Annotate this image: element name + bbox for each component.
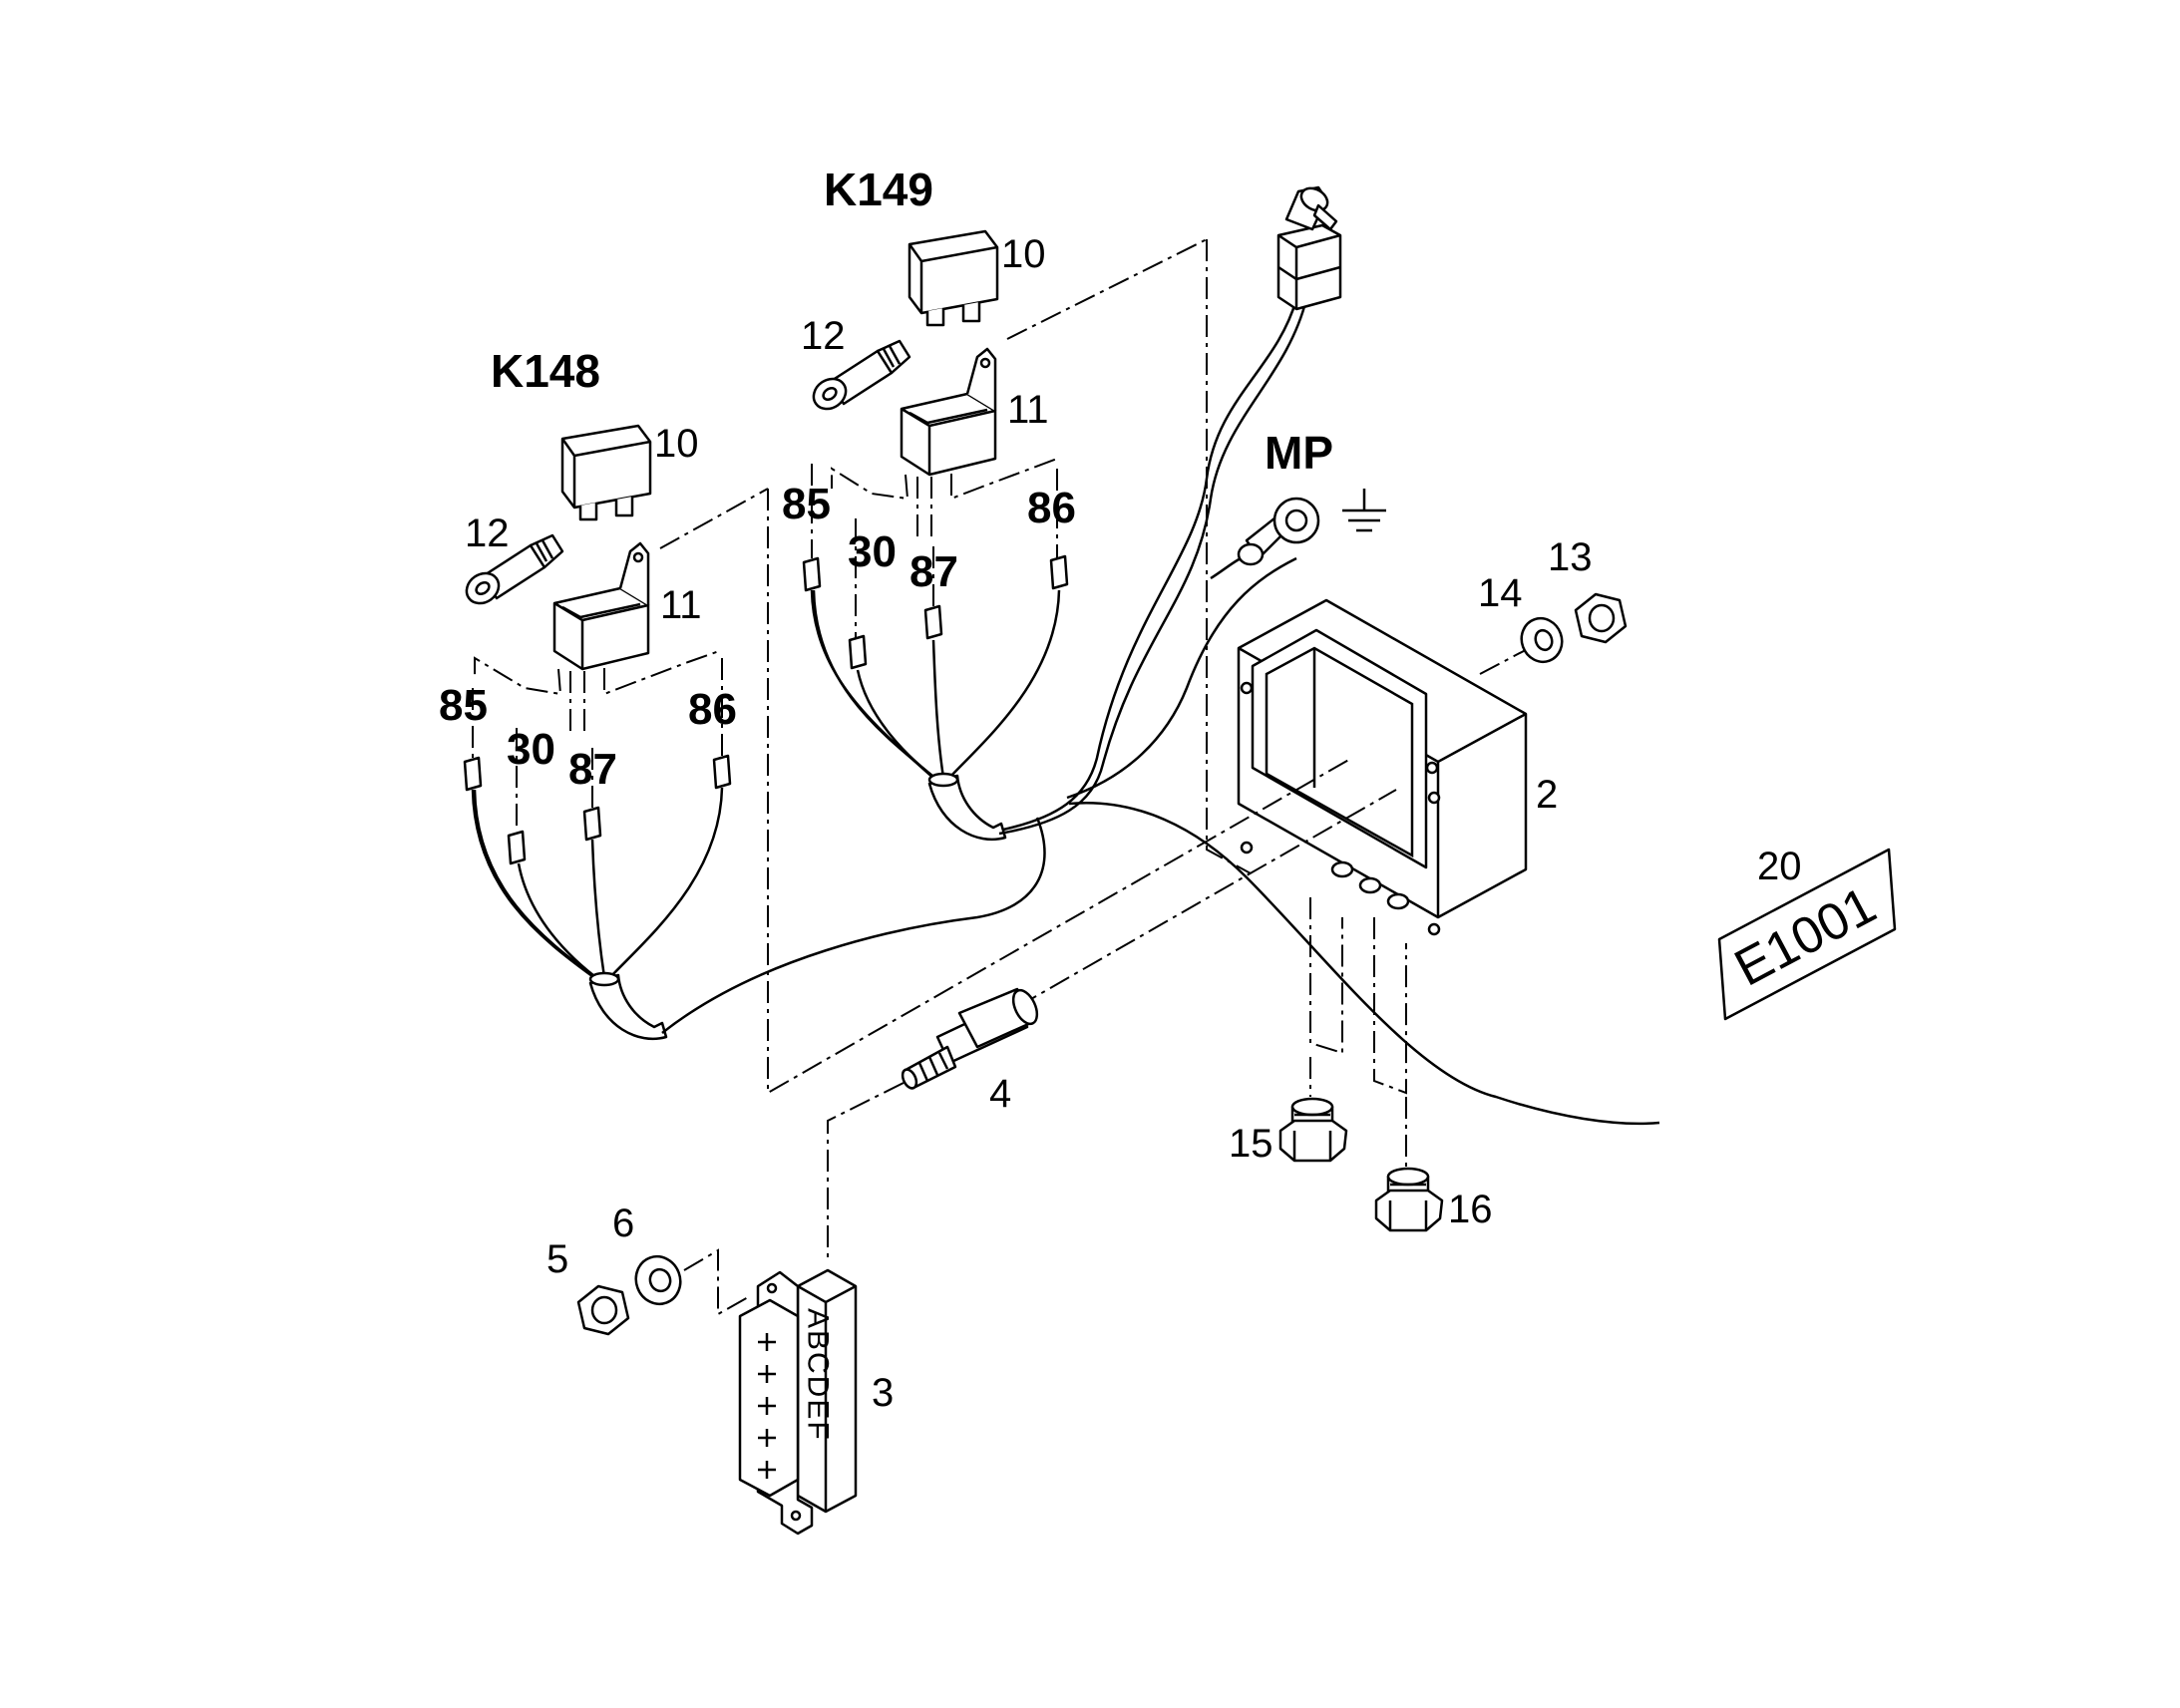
holder-k149-callout: 11	[1007, 388, 1049, 432]
holder-k148	[552, 541, 650, 671]
pin-connectors-k149	[802, 554, 1069, 670]
bushing-callout: 4	[989, 1072, 1011, 1116]
terminal-strip: ABCDEF	[738, 1268, 858, 1536]
screw-k149	[812, 339, 911, 411]
cable-gland-16-callout: 16	[1448, 1188, 1493, 1231]
ring-terminal-icon	[1237, 497, 1320, 566]
fuse-plus-icons	[758, 1333, 776, 1479]
mp-designation: MP	[1265, 427, 1333, 479]
pin-87-k149: 87	[909, 547, 958, 596]
relay-k149-designation: K149	[824, 164, 933, 215]
washer-box	[1520, 616, 1564, 664]
pin-30-k148: 30	[507, 725, 555, 774]
pin-connectors-k148	[463, 754, 732, 865]
nut-box-callout: 13	[1548, 535, 1593, 579]
pin-87-k148: 87	[568, 745, 617, 794]
screw-k148-callout: 12	[465, 512, 510, 555]
pin-30-k149: 30	[848, 527, 897, 576]
cable-gland-15	[1278, 1097, 1348, 1163]
screw-k148	[465, 533, 564, 605]
grommet-k149	[927, 772, 1007, 842]
pin-86-k149: 86	[1027, 484, 1076, 532]
relay-group-k149: K149 10 12 11 85 30	[782, 164, 1076, 842]
pin-85-k149: 85	[782, 480, 831, 528]
relay-k148-designation: K148	[491, 345, 600, 397]
threaded-bushing	[901, 987, 1039, 1090]
washer-small	[634, 1254, 682, 1306]
holder-k149	[900, 347, 997, 477]
relay-k148	[560, 424, 652, 521]
nut-small	[576, 1284, 630, 1336]
holder-k148-callout: 11	[660, 583, 702, 627]
nut-box	[1574, 592, 1628, 644]
terminal-strip-letters: ABCDEF	[802, 1308, 835, 1442]
plate-callout: 20	[1757, 845, 1802, 888]
ground-symbol-icon	[1342, 489, 1386, 532]
grommet-k148	[588, 971, 668, 1041]
nut-small-callout: 5	[546, 1237, 568, 1281]
relay-k148-callout: 10	[654, 422, 699, 466]
junction-box-callout: 2	[1536, 773, 1558, 817]
top-plug-connector	[1276, 185, 1342, 311]
main-harness	[661, 298, 1660, 1126]
identification-plate: E1001	[1717, 848, 1897, 1021]
cable-gland-15-callout: 15	[1229, 1122, 1273, 1166]
screw-k149-callout: 12	[801, 314, 846, 358]
relay-group-k148: K148 10 12 11 85 30 87 86	[439, 345, 737, 1041]
terminal-strip-callout: 3	[872, 1371, 894, 1415]
relay-k149	[908, 229, 999, 327]
washer-small-callout: 6	[612, 1201, 634, 1245]
pin-85-k148: 85	[439, 681, 488, 730]
washer-box-callout: 14	[1478, 571, 1523, 615]
mp-ground-terminal: MP	[1237, 427, 1386, 566]
pin-86-k148: 86	[688, 685, 737, 734]
relay-k149-callout: 10	[1001, 232, 1046, 276]
cable-gland-16	[1374, 1167, 1444, 1232]
junction-box	[1237, 598, 1528, 936]
